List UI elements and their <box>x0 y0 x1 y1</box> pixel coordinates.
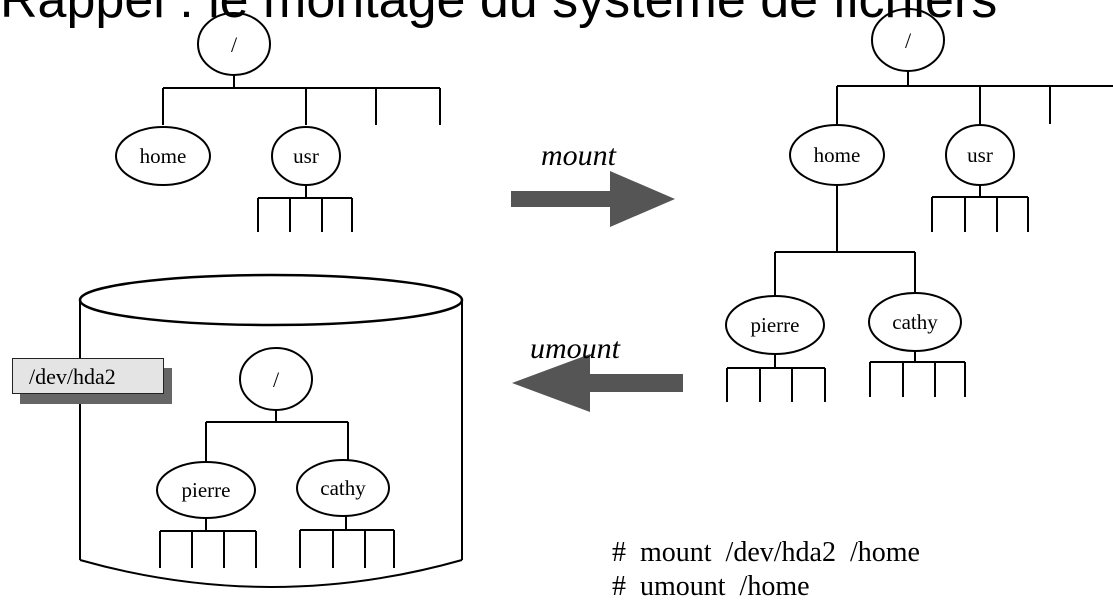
slide-title: Rappel : le montage du système de fichie… <box>0 0 998 29</box>
mount-arrow <box>511 171 675 227</box>
device-name-box: /dev/hda2 <box>12 358 164 394</box>
home-node-before <box>115 126 211 186</box>
mount-command: # mount /dev/hda2 /home <box>612 537 920 568</box>
cathy-label-after: cathy <box>892 310 938 334</box>
mount-label: mount <box>541 139 617 172</box>
cathy-node-device <box>296 459 390 517</box>
cathy-label-device: cathy <box>320 476 366 500</box>
usr-label-after: usr <box>967 143 993 167</box>
pierre-label-after: pierre <box>751 313 800 337</box>
pierre-label-device: pierre <box>182 478 231 502</box>
root-label-before: / <box>231 32 238 57</box>
umount-command: # umount /home <box>612 571 810 602</box>
umount-label: umount <box>530 332 621 365</box>
root-label-device: / <box>273 367 280 392</box>
umount-arrow <box>512 354 683 412</box>
root-label-after: / <box>905 28 912 53</box>
disk-cylinder <box>78 273 464 588</box>
usr-label-before: usr <box>293 144 319 168</box>
device-name-label: /dev/hda2 <box>29 364 116 389</box>
home-label-before: home <box>140 144 187 168</box>
home-label-after: home <box>814 143 861 167</box>
